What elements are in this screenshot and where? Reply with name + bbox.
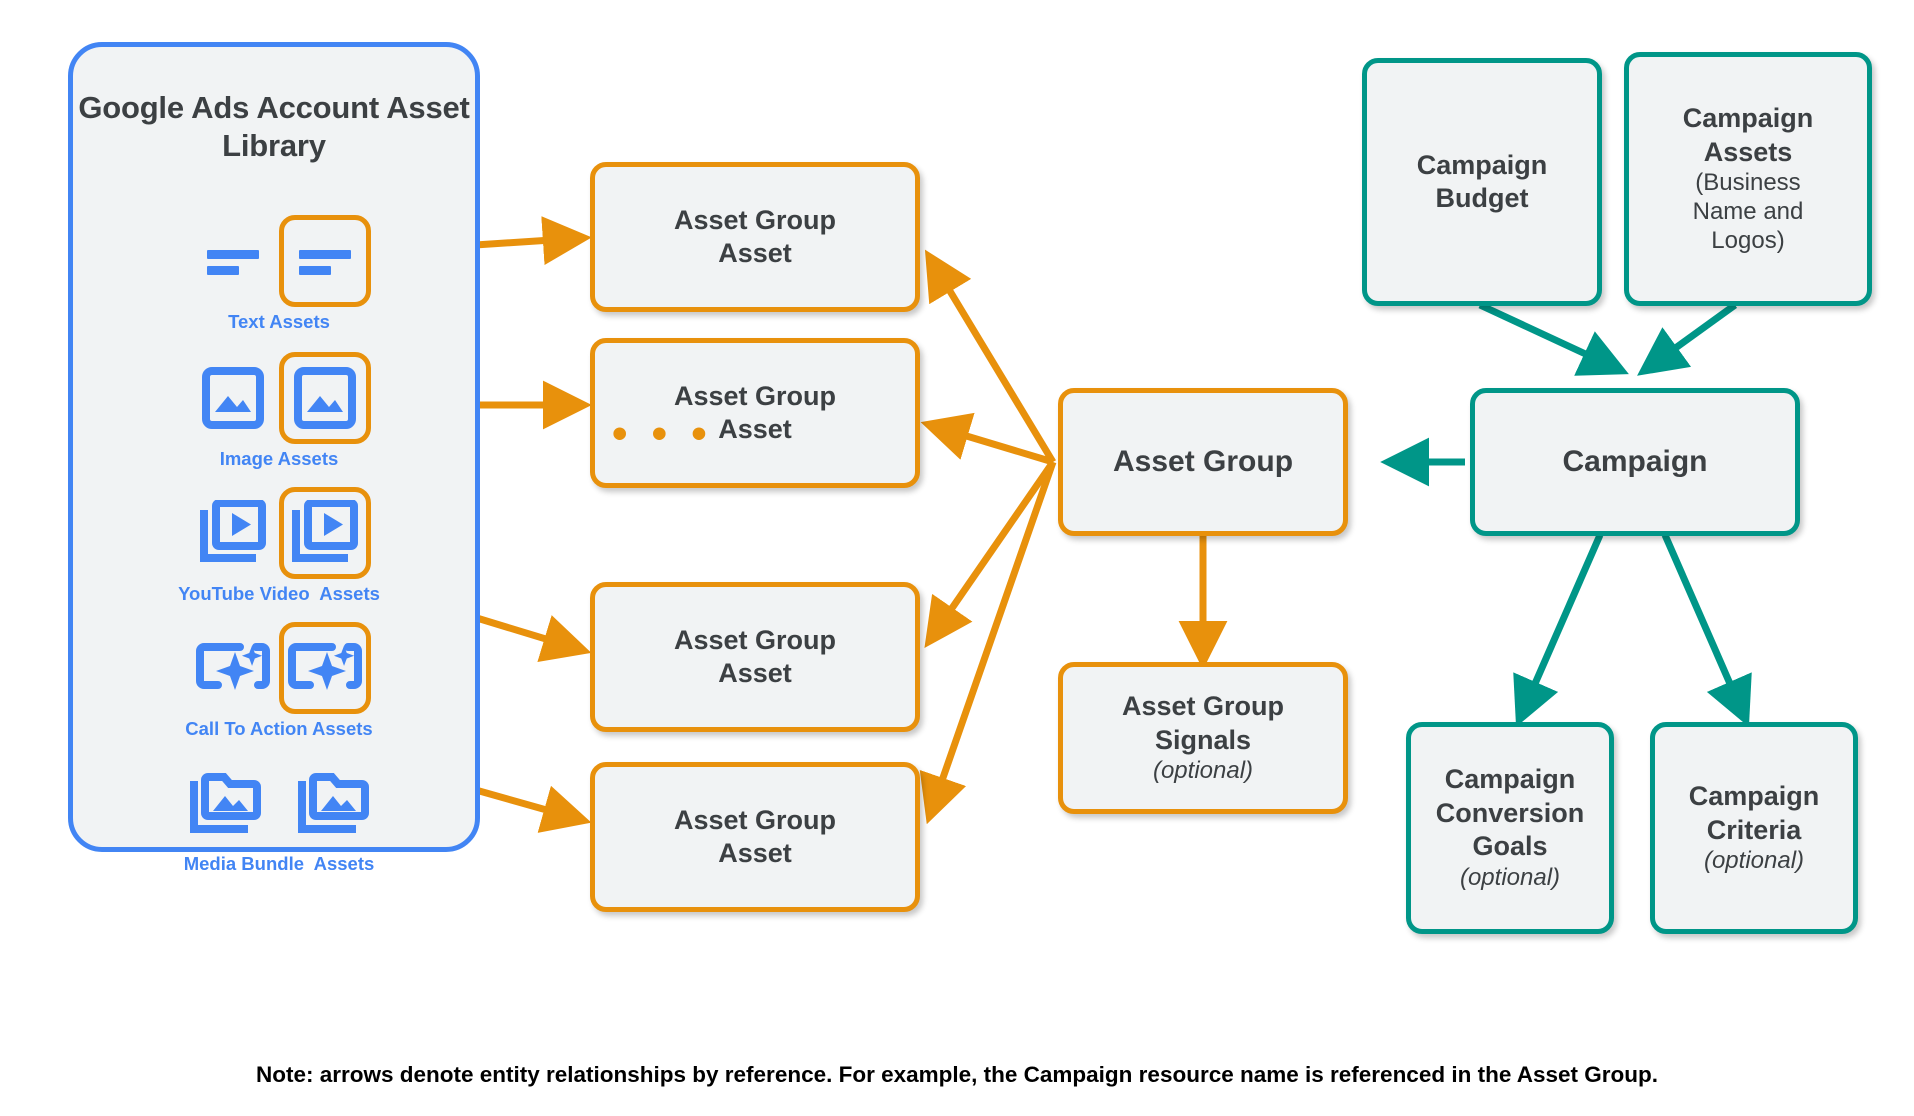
library-title: Google Ads Account Asset Library bbox=[78, 90, 470, 163]
asset-group-asset-box-2[interactable]: Asset Group Asset bbox=[590, 338, 920, 488]
campaign-conversion-goals-box[interactable]: Campaign Conversion Goals (optional) bbox=[1406, 722, 1614, 934]
asset-label-video: YouTube Video Assets bbox=[178, 583, 380, 604]
asset-library-panel: Google Ads Account Asset Library Text bbox=[68, 42, 480, 874]
asset-group-title: Asset Group bbox=[1112, 445, 1294, 479]
asset-group-asset-box-4[interactable]: Asset Group Asset bbox=[590, 762, 920, 912]
media-bundle-asset-icon bbox=[179, 757, 271, 849]
campaign-criteria-title: Campaign Criteria bbox=[1688, 781, 1820, 845]
asset-group-asset-title-4: Asset Group Asset bbox=[673, 804, 837, 868]
campaign-budget-title: Campaign Budget bbox=[1416, 149, 1548, 213]
image-asset-icon bbox=[187, 352, 279, 444]
asset-group-asset-box-1[interactable]: Asset Group Asset bbox=[590, 162, 920, 312]
text-asset-icon-selected[interactable] bbox=[279, 215, 371, 307]
video-asset-icon bbox=[187, 487, 279, 579]
campaign-assets-box[interactable]: Campaign Assets (Business Name and Logos… bbox=[1624, 52, 1872, 306]
asset-group-asset-title-3: Asset Group Asset bbox=[673, 624, 837, 688]
asset-group-asset-title-1: Asset Group Asset bbox=[673, 204, 837, 268]
ellipsis-indicator: • • • bbox=[612, 409, 713, 458]
asset-row-video[interactable]: YouTube Video Assets bbox=[73, 487, 485, 605]
asset-group-signals-box[interactable]: Asset Group Signals (optional) bbox=[1058, 662, 1348, 814]
text-asset-icon bbox=[187, 215, 279, 307]
campaign-title: Campaign bbox=[1562, 445, 1708, 479]
asset-group-signals-optional: (optional) bbox=[1152, 757, 1254, 785]
asset-group-asset-box-3[interactable]: Asset Group Asset bbox=[590, 582, 920, 732]
campaign-box[interactable]: Campaign bbox=[1470, 388, 1800, 536]
asset-group-signals-title: Asset Group Signals bbox=[1121, 691, 1285, 755]
campaign-budget-box[interactable]: Campaign Budget bbox=[1362, 58, 1602, 306]
campaign-conversion-goals-title: Campaign Conversion Goals bbox=[1435, 764, 1585, 862]
asset-row-media-bundle[interactable]: Media Bundle Assets bbox=[73, 757, 485, 875]
call-to-action-asset-icon bbox=[187, 622, 279, 714]
footnote-note: Note: arrows denote entity relationships… bbox=[255, 1062, 1659, 1087]
media-bundle-asset-icon-2 bbox=[287, 757, 379, 849]
call-to-action-asset-icon-selected[interactable] bbox=[279, 622, 371, 714]
asset-group-box[interactable]: Asset Group bbox=[1058, 388, 1348, 536]
asset-row-text[interactable]: Text Assets bbox=[73, 215, 485, 333]
image-asset-icon-selected[interactable] bbox=[279, 352, 371, 444]
asset-row-image[interactable]: Image Assets bbox=[73, 352, 485, 470]
asset-label-image: Image Assets bbox=[219, 448, 339, 469]
campaign-conversion-goals-optional: (optional) bbox=[1459, 863, 1561, 891]
campaign-assets-title: Campaign Assets bbox=[1682, 103, 1814, 167]
asset-row-call-to-action[interactable]: Call To Action Assets bbox=[73, 622, 485, 740]
campaign-assets-subtitle: (Business Name and Logos) bbox=[1692, 169, 1804, 254]
asset-label-media-bundle: Media Bundle Assets bbox=[183, 853, 375, 874]
campaign-criteria-optional: (optional) bbox=[1703, 847, 1805, 875]
asset-label-text: Text Assets bbox=[228, 311, 330, 332]
asset-group-asset-title-2: Asset Group Asset bbox=[673, 380, 837, 444]
asset-label-call-to-action: Call To Action Assets bbox=[185, 718, 373, 739]
campaign-criteria-box[interactable]: Campaign Criteria (optional) bbox=[1650, 722, 1858, 934]
video-asset-icon-selected[interactable] bbox=[279, 487, 371, 579]
